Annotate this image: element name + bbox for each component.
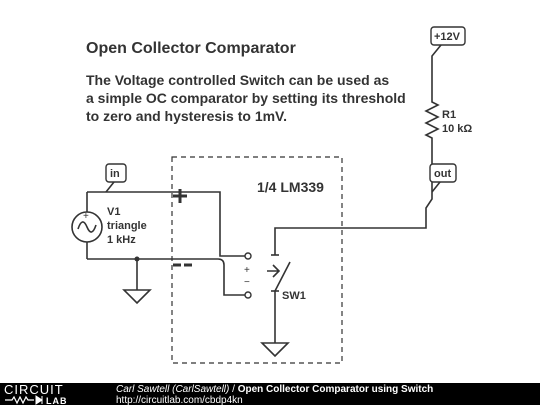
ic-box-label: 1/4 LM339 bbox=[257, 179, 324, 195]
sw1-label: SW1 bbox=[282, 290, 306, 302]
in-tag: in bbox=[105, 163, 127, 193]
logo-top-text: CIRCUIT bbox=[4, 383, 64, 397]
control-plus-label: + bbox=[244, 265, 250, 276]
description-line-2: a simple OC comparator by setting its th… bbox=[86, 90, 406, 106]
in-label: in bbox=[110, 168, 120, 180]
ground-source bbox=[122, 259, 152, 305]
supply-tag: +12V bbox=[430, 26, 466, 63]
ic-input-markers bbox=[173, 189, 192, 267]
control-minus-label: − bbox=[244, 277, 250, 288]
footer-bar: CIRCUIT LAB Carl Sawtell (CarlSawtell) /… bbox=[0, 383, 540, 406]
logo-bottom-text: LAB bbox=[46, 396, 68, 405]
switch-control-terminals: + − bbox=[244, 252, 252, 299]
out-label: out bbox=[434, 168, 451, 180]
v1-name-label: V1 bbox=[107, 206, 120, 218]
switch-sw1: SW1 bbox=[267, 254, 306, 343]
footer-author[interactable]: Carl Sawtell (CarlSawtell) bbox=[116, 384, 230, 395]
output-wire bbox=[274, 186, 433, 255]
circuitlab-logo[interactable]: CIRCUIT LAB bbox=[4, 383, 99, 405]
v1-freq-label: 1 kHz bbox=[107, 234, 136, 246]
ground-switch bbox=[260, 342, 290, 358]
input-plus-wire bbox=[87, 191, 245, 257]
ic-boundary-box bbox=[171, 156, 343, 364]
source-v1: + V1 triangle 1 kHz bbox=[71, 206, 147, 246]
logo-diode-icon bbox=[35, 395, 43, 405]
description-line-3: to zero and hysteresis to 1mV. bbox=[86, 108, 287, 124]
v1-plus-symbol: + bbox=[83, 211, 89, 222]
footer-url[interactable]: http://circuitlab.com/cbdp4kn bbox=[116, 395, 243, 406]
r1-value-label: 10 kΩ bbox=[442, 123, 472, 135]
footer-credit: Carl Sawtell (CarlSawtell) / Open Collec… bbox=[116, 384, 433, 406]
footer-circuit-title: Open Collector Comparator using Switch bbox=[237, 384, 434, 395]
input-minus-wire bbox=[87, 258, 245, 296]
diagram-title: Open Collector Comparator bbox=[86, 40, 296, 57]
out-tag: out bbox=[429, 163, 457, 193]
supply-label: +12V bbox=[434, 31, 461, 43]
logo-resistor-icon bbox=[5, 395, 34, 405]
footer-separator: / bbox=[229, 384, 238, 395]
r1-name-label: R1 bbox=[442, 109, 456, 121]
schematic-canvas: Open Collector Comparator The Voltage co… bbox=[71, 26, 472, 364]
resistor-r1: R1 10 kΩ bbox=[424, 63, 472, 186]
footer-credit-line-1: Carl Sawtell (CarlSawtell) / Open Collec… bbox=[116, 384, 433, 395]
description-line-1: The Voltage controlled Switch can be use… bbox=[86, 72, 389, 88]
v1-type-label: triangle bbox=[107, 220, 147, 232]
